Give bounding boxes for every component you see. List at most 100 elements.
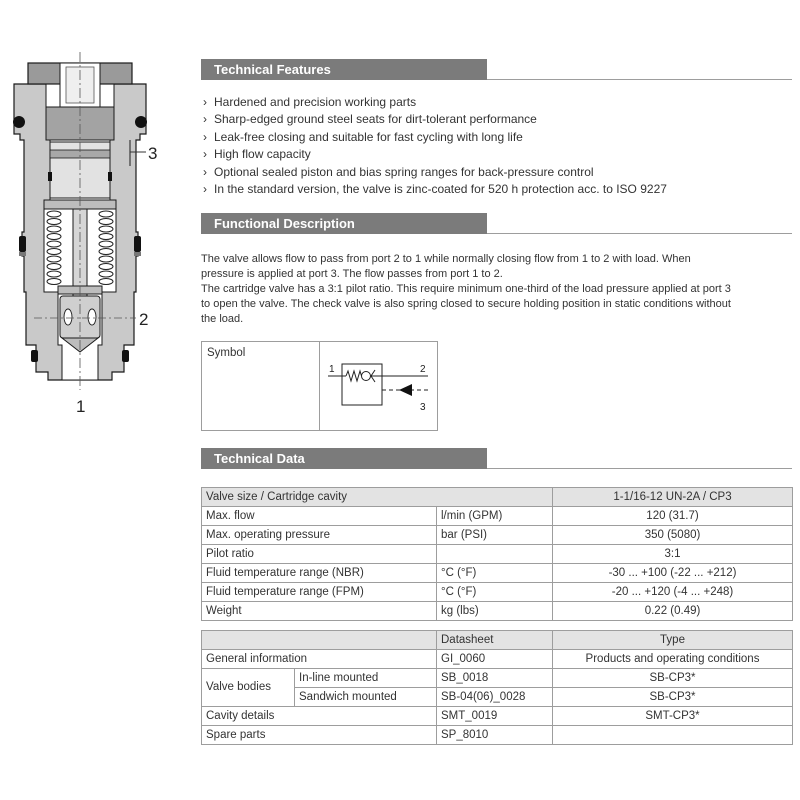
feature-text: Sharp-edged ground steel seats for dirt-…	[214, 112, 537, 127]
springs	[46, 210, 114, 285]
feature-text: In the standard version, the valve is zi…	[214, 182, 667, 197]
port-2-label: 2	[139, 310, 148, 329]
table-row: Fluid temperature range (FPM) °C (°F) -2…	[201, 582, 794, 602]
spec-value-cell: 350 (5080)	[552, 525, 794, 545]
spec-unit-cell	[435, 544, 554, 564]
valve-cross-section: 3 2 1	[13, 52, 157, 416]
spec-value-cell: 3:1	[552, 544, 794, 564]
spec-unit-cell: kg (lbs)	[435, 601, 554, 621]
description-line: to open the valve. The check valve is al…	[201, 298, 731, 310]
piston-seal-right	[108, 172, 112, 181]
functional-title: Functional Description	[214, 216, 355, 231]
functional-section-header: Functional Description	[201, 213, 792, 234]
spec-param-cell: Fluid temperature range (FPM)	[201, 582, 437, 602]
spring-coil	[46, 233, 62, 240]
table-row: Valve bodies In-line mounted SB_0018 SB-…	[201, 668, 793, 707]
spring-coil	[98, 248, 114, 255]
table-row: Max. flow l/min (GPM) 120 (31.7)	[201, 506, 794, 526]
spring-coil	[46, 255, 62, 263]
spec-unit-cell: l/min (GPM)	[435, 506, 554, 526]
spring-coil	[46, 270, 62, 278]
bullet-icon: ›	[203, 147, 207, 162]
o-ring-upper-left	[13, 116, 25, 128]
docs-sublabel-cell: Sandwich mounted	[294, 687, 437, 707]
description-line: The cartridge valve has a 3:1 pilot rati…	[201, 283, 731, 295]
docs-datasheet-cell: GI_0060	[436, 649, 553, 669]
symbol-box: Symbol 1 2 3	[201, 341, 438, 431]
feature-text: High flow capacity	[214, 147, 311, 162]
spec-value-cell: 0.22 (0.49)	[552, 601, 794, 621]
spring-coil	[98, 263, 114, 270]
docs-header-blank	[201, 630, 437, 650]
spec-header-value: 1-1/16-12 UN-2A / CP3	[552, 487, 794, 507]
feature-text: Optional sealed piston and bias spring r…	[214, 164, 594, 179]
spec-unit-cell: °C (°F)	[435, 582, 554, 602]
port-3-label: 3	[148, 144, 157, 163]
piston-seal-left	[48, 172, 52, 181]
table-row: General information GI_0060 Products and…	[201, 649, 793, 669]
docs-sublabel-cell: In-line mounted	[294, 668, 437, 688]
symbol-check-ball	[361, 371, 371, 381]
spec-param-cell: Pilot ratio	[201, 544, 437, 564]
list-item: › Leak-free closing and suitable for fast…	[201, 129, 792, 146]
spec-table: Valve size / Cartridge cavity 1-1/16-12 …	[200, 487, 794, 621]
o-ring-mid-right	[134, 236, 141, 252]
backup-ring-mid-left	[19, 252, 26, 256]
feature-text: Leak-free closing and suitable for fast …	[214, 129, 523, 144]
table-row: Fluid temperature range (NBR) °C (°F) -3…	[201, 563, 794, 583]
bullet-icon: ›	[203, 182, 207, 197]
table-row: Spare parts SP_8010	[201, 725, 793, 745]
spec-value-cell: -20 ... +120 (-4 ... +248)	[552, 582, 794, 602]
port-1-label: 1	[76, 397, 85, 416]
docs-label-cell: Valve bodies	[201, 668, 295, 707]
list-item: › In the standard version, the valve is z…	[201, 181, 792, 198]
spring-coil	[46, 225, 62, 233]
spring-coil	[46, 263, 62, 270]
spring-coil	[46, 210, 62, 218]
features-section-header: Technical Features	[201, 59, 792, 80]
spec-value-cell: -30 ... +100 (-22 ... +212)	[552, 563, 794, 583]
description-line: the load.	[201, 313, 244, 325]
table-row: Weight kg (lbs) 0.22 (0.49)	[201, 601, 794, 621]
feature-text: Hardened and precision working parts	[214, 95, 417, 109]
docs-header-type: Type	[552, 630, 793, 650]
docs-type-cell: SMT-CP3*	[552, 706, 793, 726]
symbol-port-1-label: 1	[329, 364, 335, 375]
spring-coil	[98, 225, 114, 233]
symbol-label: Symbol	[207, 347, 246, 359]
spring-coil	[46, 278, 62, 285]
symbol-port-3-label: 3	[420, 402, 426, 413]
table-header-row: Datasheet Type	[201, 630, 793, 650]
docs-header-datasheet: Datasheet	[436, 630, 553, 650]
section-rule	[487, 233, 792, 234]
section-bar: Technical Data	[201, 448, 487, 469]
technical-section-header: Technical Data	[201, 448, 792, 469]
features-title: Technical Features	[214, 62, 331, 77]
spec-param-cell: Max. flow	[201, 506, 437, 526]
cross-hole-right	[87, 308, 97, 326]
symbol-port-2-label: 2	[420, 364, 426, 375]
docs-type-cell	[552, 725, 793, 745]
bullet-icon: ›	[203, 129, 207, 144]
features-list: › Hardened and precision working parts › S…	[201, 94, 792, 198]
functional-description: The valve allows flow to pass from port …	[201, 252, 792, 327]
technical-title: Technical Data	[214, 451, 305, 466]
docs-type-cell: SB-CP3*	[552, 687, 793, 707]
table-row: Cavity details SMT_0019 SMT-CP3*	[201, 706, 793, 726]
spring-coil	[98, 218, 114, 225]
spec-param-cell: Fluid temperature range (NBR)	[201, 563, 437, 583]
section-bar: Functional Description	[201, 213, 487, 234]
spec-value-cell: 120 (31.7)	[552, 506, 794, 526]
bullet-icon: ›	[203, 164, 207, 179]
symbol-divider	[319, 342, 320, 430]
bullet-icon: ›	[203, 112, 207, 127]
spec-header-label: Valve size / Cartridge cavity	[200, 487, 554, 507]
o-ring-upper-right	[135, 116, 147, 128]
symbol-pilot-arrow-icon	[399, 384, 412, 396]
docs-table: Datasheet Type General information GI_00…	[201, 630, 793, 745]
table-row: Max. operating pressure bar (PSI) 350 (5…	[201, 525, 794, 545]
spec-unit-cell: bar (PSI)	[435, 525, 554, 545]
docs-datasheet-cell: SMT_0019	[436, 706, 553, 726]
o-ring-bottom-right	[122, 350, 129, 362]
spec-param-cell: Weight	[201, 601, 437, 621]
